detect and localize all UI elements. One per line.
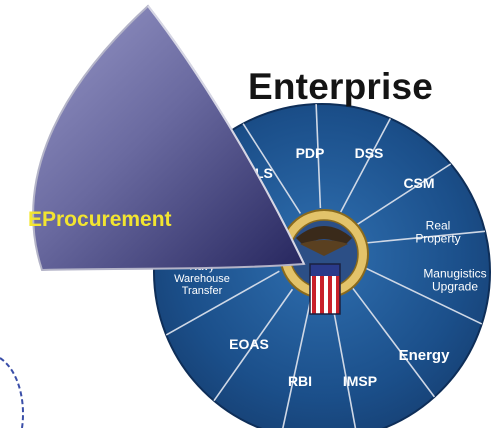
segment-label: EOAS bbox=[229, 336, 269, 352]
segment-label: Warehouse bbox=[174, 273, 230, 285]
spoke-line bbox=[280, 298, 312, 433]
enterprise-title: Enterprise bbox=[248, 66, 434, 107]
segment-label: Upgrade bbox=[432, 280, 478, 294]
segment-label: CSM bbox=[403, 175, 434, 191]
segment-label: Energy bbox=[399, 347, 451, 364]
segment-label: DSS bbox=[355, 145, 384, 161]
segment-label: Real bbox=[426, 219, 451, 233]
spoke-line bbox=[365, 267, 483, 325]
segment-label: IMSP bbox=[343, 373, 377, 389]
eprocurement-wedge bbox=[32, 4, 306, 272]
eprocurement-label: EProcurement bbox=[28, 208, 172, 231]
segment-label: Transfer bbox=[182, 285, 223, 297]
wheel-spokes bbox=[155, 104, 486, 433]
segment-label: RBI bbox=[288, 373, 312, 389]
spoke-line bbox=[352, 287, 436, 398]
spoke-line bbox=[356, 163, 452, 226]
segment-labels: PDP DSS CSM RealPropertyManugisticsUpgradeE… bbox=[174, 145, 487, 389]
spoke-line bbox=[213, 288, 294, 402]
spoke-line bbox=[165, 270, 280, 336]
segment-label: PDP bbox=[296, 145, 325, 161]
segment-label: Manugistics bbox=[423, 267, 486, 281]
spoke-line bbox=[242, 123, 302, 214]
spoke-line bbox=[315, 104, 322, 209]
partial-dashed-circle bbox=[0, 357, 24, 429]
segment-label: Property bbox=[415, 232, 460, 246]
spoke-line bbox=[340, 118, 392, 213]
spoke-line bbox=[366, 230, 486, 244]
spoke-line bbox=[330, 298, 358, 433]
dod-seal bbox=[279, 209, 369, 315]
